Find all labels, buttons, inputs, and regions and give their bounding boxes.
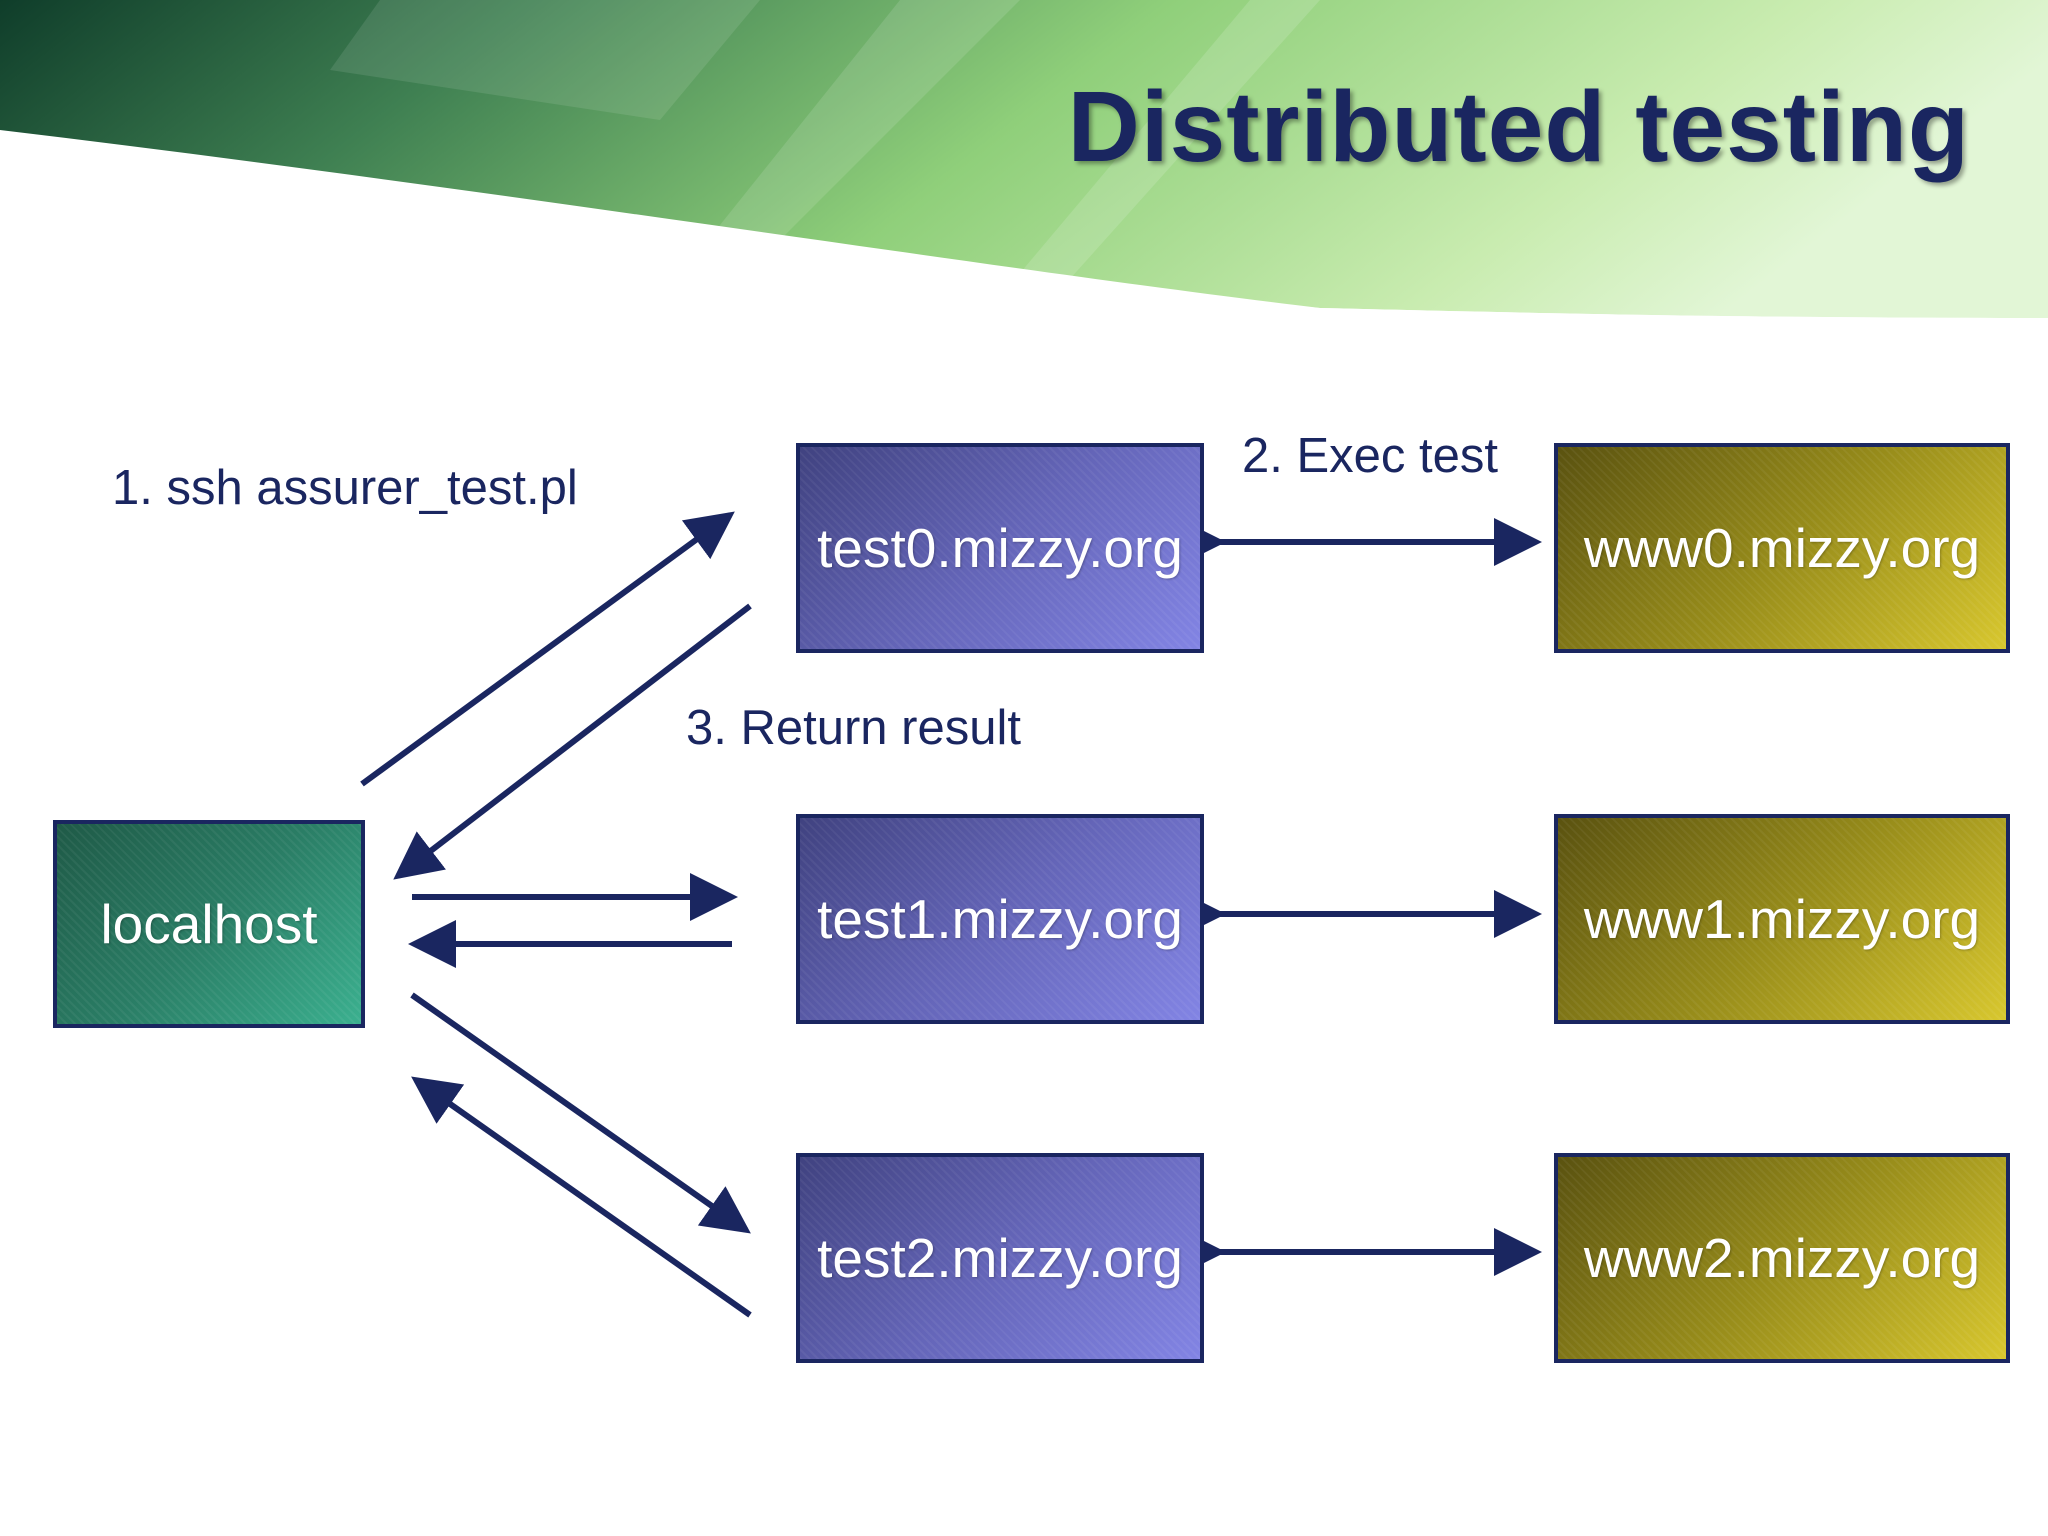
arrow-localhost-to-test0 [360,511,735,787]
node-test1-label: test1.mizzy.org [817,888,1183,950]
node-www0-label: www0.mizzy.org [1583,517,1981,579]
node-www0: www0.mizzy.org [1554,443,2010,653]
node-test2-label: test2.mizzy.org [817,1227,1183,1289]
header-banner [0,0,2048,330]
node-www2: www2.mizzy.org [1554,1153,2010,1363]
arrow-test0-to-localhost [393,603,752,880]
arrow-test2-to-localhost [411,1076,752,1318]
node-www2-label: www2.mizzy.org [1583,1227,1981,1289]
page-title: Distributed testing [1067,71,1970,183]
node-test1: test1.mizzy.org [796,814,1204,1024]
step3-label: 3. Return result [686,701,1021,755]
node-localhost: localhost [53,820,365,1028]
node-test0-label: test0.mizzy.org [817,517,1183,579]
step1-label: 1. ssh assurer_test.pl [112,461,578,515]
arrow-localhost-to-test2 [410,992,751,1234]
step2-label: 2. Exec test [1242,429,1499,483]
node-test0: test0.mizzy.org [796,443,1204,653]
node-www1-label: www1.mizzy.org [1583,888,1981,950]
node-test2: test2.mizzy.org [796,1153,1204,1363]
node-www1: www1.mizzy.org [1554,814,2010,1024]
node-localhost-label: localhost [100,893,318,955]
